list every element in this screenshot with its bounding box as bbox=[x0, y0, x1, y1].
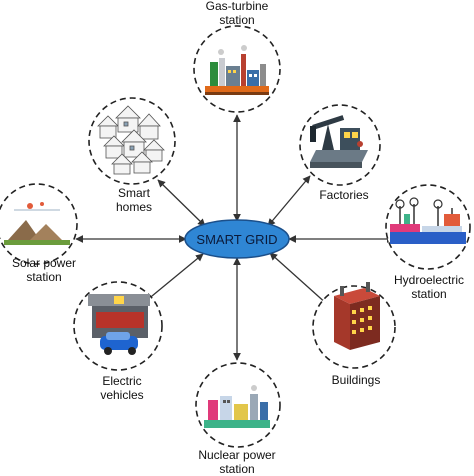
label-nuclear: Nuclear power station bbox=[186, 448, 288, 476]
label-line: station bbox=[219, 13, 255, 27]
circle-solar bbox=[0, 183, 78, 265]
center-label: SMART GRID bbox=[196, 232, 277, 247]
label-line: Gas-turbine bbox=[205, 0, 269, 13]
label-solar: Solar power station bbox=[4, 256, 84, 284]
label-ev: Electric vehicles bbox=[90, 374, 154, 402]
label-smart-homes: Smart homes bbox=[110, 186, 158, 214]
center-node: SMART GRID bbox=[184, 219, 290, 259]
label-hydro: Hydroelectric station bbox=[386, 273, 472, 301]
label-line: station bbox=[219, 462, 255, 476]
label-line: Hydroelectric bbox=[393, 273, 465, 287]
label-line: homes bbox=[115, 200, 153, 214]
connectors bbox=[75, 114, 395, 361]
label-line: Smart bbox=[117, 186, 150, 200]
nuclear-power-station-icon bbox=[204, 385, 270, 428]
label-line: Buildings bbox=[331, 373, 381, 387]
label-line: Solar power bbox=[11, 256, 77, 270]
connector-smart-homes bbox=[157, 179, 206, 227]
label-line: Nuclear power bbox=[198, 448, 276, 462]
label-factories: Factories bbox=[314, 188, 374, 202]
smart-homes-icon bbox=[97, 105, 165, 175]
electric-vehicle-icon bbox=[88, 294, 150, 355]
connector-buildings bbox=[269, 252, 329, 306]
hydroelectric-station-icon bbox=[390, 197, 466, 244]
center-ellipse bbox=[184, 219, 290, 259]
connector-factories bbox=[267, 175, 311, 227]
label-line: station bbox=[411, 287, 447, 301]
gas-turbine-station-icon bbox=[205, 45, 269, 95]
factory-icon bbox=[310, 115, 368, 168]
label-line: Factories bbox=[319, 188, 369, 202]
label-line: station bbox=[26, 270, 62, 284]
buildings-icon bbox=[334, 282, 380, 350]
label-line: vehicles bbox=[100, 388, 144, 402]
label-line: Electric bbox=[102, 374, 142, 388]
label-buildings: Buildings bbox=[326, 373, 386, 387]
solar-power-station-icon bbox=[4, 202, 70, 245]
label-gas-turbine: Gas-turbine station bbox=[192, 0, 282, 27]
